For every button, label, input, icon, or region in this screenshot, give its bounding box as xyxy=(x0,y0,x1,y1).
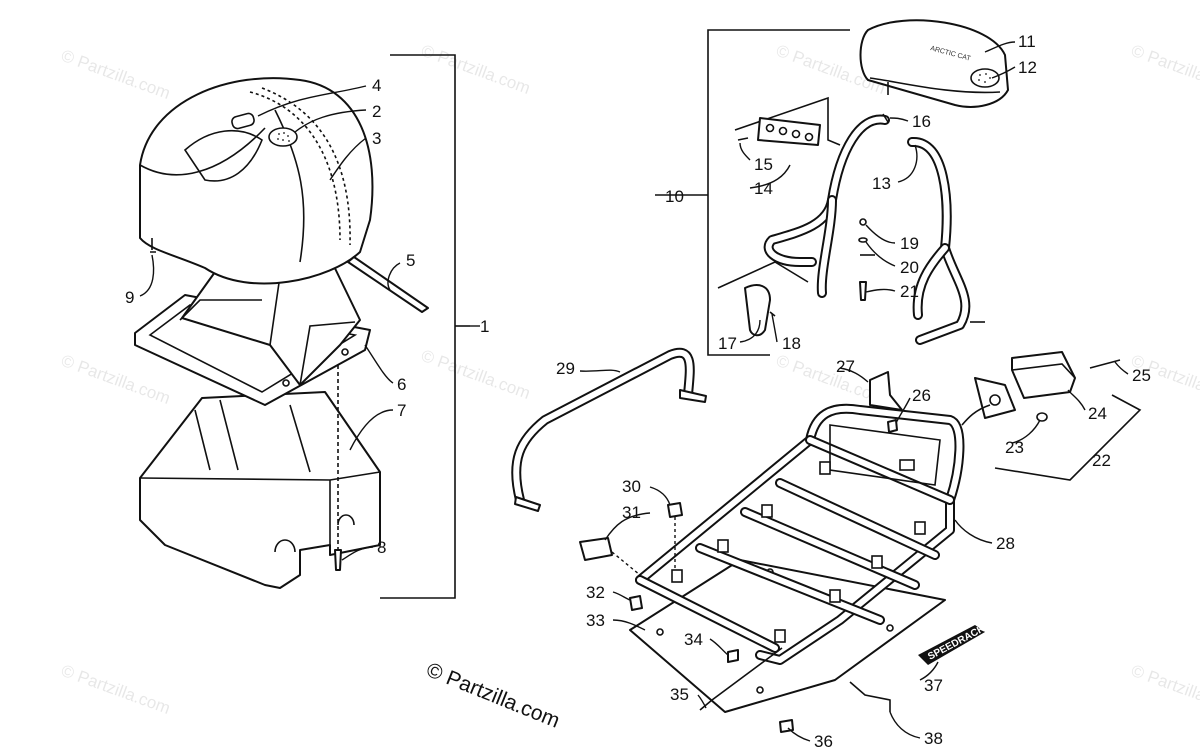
callout-14: 14 xyxy=(754,179,773,198)
callout-13: 13 xyxy=(872,174,891,193)
callout-layer: 1 2 3 4 5 6 7 8 9 10 11 12 13 14 15 16 1… xyxy=(125,32,1151,751)
copyright-text: © Partzilla.com xyxy=(423,658,563,732)
callout-21: 21 xyxy=(900,282,919,301)
callout-37: 37 xyxy=(924,676,943,695)
backrest-bracket-plate xyxy=(734,96,841,146)
callout-12: 12 xyxy=(1018,58,1037,77)
watermark-9: © Partzilla.com xyxy=(59,661,173,718)
trunk-base xyxy=(139,391,381,589)
watermark-4: © Partzilla.com xyxy=(1129,41,1200,98)
callout-28: 28 xyxy=(996,534,1015,553)
callout-8: 8 xyxy=(377,538,386,557)
callout-11: 11 xyxy=(1018,32,1036,51)
callout-1: 1 xyxy=(480,317,489,336)
callout-19: 19 xyxy=(900,234,919,253)
callout-23: 23 xyxy=(1005,438,1024,457)
callout-36: 36 xyxy=(814,732,833,750)
screw xyxy=(334,549,342,571)
watermark-10: © Partzilla.com xyxy=(1129,661,1200,718)
backrest-frame xyxy=(763,114,985,345)
callout-27: 27 xyxy=(836,357,855,376)
rack-clips xyxy=(671,461,926,643)
taillight-assembly xyxy=(961,351,1142,481)
callout-5: 5 xyxy=(406,251,415,270)
callout-3: 3 xyxy=(372,129,381,148)
leader-lines xyxy=(139,41,1129,742)
rack-grip xyxy=(579,537,613,561)
rack-assembly: SPEEDRACK xyxy=(511,347,1142,733)
trunk-assembly xyxy=(134,54,470,599)
callout-32: 32 xyxy=(586,583,605,602)
callout-26: 26 xyxy=(912,386,931,405)
callout-15: 15 xyxy=(754,155,773,174)
callout-7: 7 xyxy=(397,401,406,420)
trunk-lid xyxy=(139,77,374,285)
callout-10: 10 xyxy=(665,187,684,206)
watermark-1: © Partzilla.com xyxy=(59,46,173,103)
backrest-assembly: ARCTIC CAT xyxy=(690,19,1009,356)
callout-9: 9 xyxy=(125,288,134,307)
backrest-small-bracket xyxy=(717,261,809,337)
callout-25: 25 xyxy=(1132,366,1151,385)
callout-24: 24 xyxy=(1088,404,1107,423)
callout-6: 6 xyxy=(397,375,406,394)
backrest-pad: ARCTIC CAT xyxy=(859,19,1009,108)
callout-18: 18 xyxy=(782,334,801,353)
callout-4: 4 xyxy=(372,76,381,95)
callout-34: 34 xyxy=(684,630,703,649)
rack-rear-bar xyxy=(511,347,707,512)
callout-2: 2 xyxy=(372,102,381,121)
callout-20: 20 xyxy=(900,258,919,277)
callout-35: 35 xyxy=(670,685,689,704)
rivet xyxy=(150,238,156,253)
callout-17: 17 xyxy=(718,334,737,353)
callout-22: 22 xyxy=(1092,451,1111,470)
speedrack-decal-text: SPEEDRACK xyxy=(926,623,987,663)
callout-33: 33 xyxy=(586,611,605,630)
rack-frame xyxy=(635,403,965,665)
callout-16: 16 xyxy=(912,112,931,131)
callout-38: 38 xyxy=(924,729,943,748)
callout-31: 31 xyxy=(622,503,641,522)
speedrack-decal: SPEEDRACK xyxy=(918,623,988,665)
callout-29: 29 xyxy=(556,359,575,378)
watermark-6: © Partzilla.com xyxy=(419,346,533,403)
watermark-5: © Partzilla.com xyxy=(59,351,173,408)
callout-30: 30 xyxy=(622,477,641,496)
watermark-2: © Partzilla.com xyxy=(419,41,533,98)
